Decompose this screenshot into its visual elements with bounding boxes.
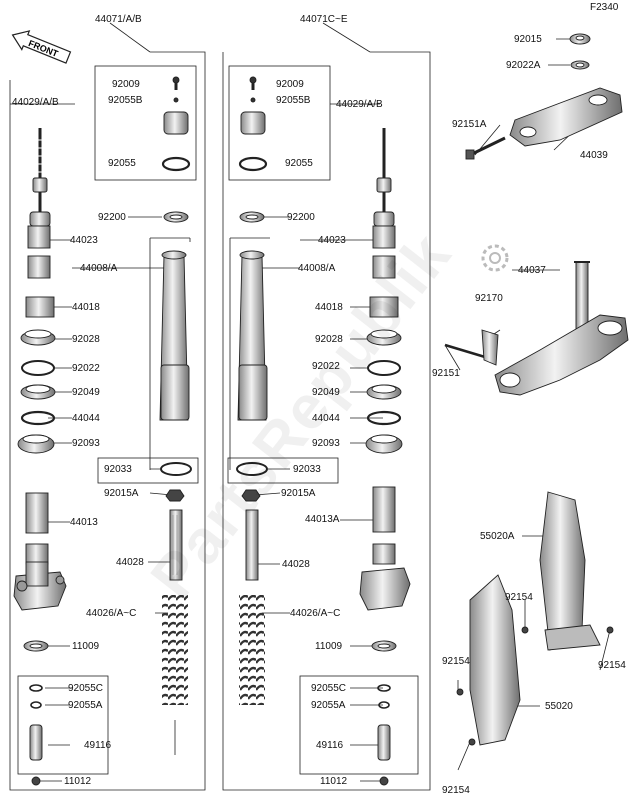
steering-parts <box>444 33 629 746</box>
label-92015: 92015 <box>514 34 542 45</box>
label-49116-left: 49116 <box>84 740 112 751</box>
label-11012-right: 11012 <box>320 776 348 787</box>
left-valve-box <box>17 675 109 775</box>
gear-icon <box>481 244 509 272</box>
label-92093-right: 92093 <box>312 438 340 449</box>
label-44028-left: 44028 <box>116 557 144 568</box>
steering-stem <box>575 261 589 331</box>
label-44026-left: 44026/A~C <box>86 608 137 619</box>
label-49116-right: 49116 <box>316 740 344 751</box>
label-44037: 44037 <box>518 265 546 276</box>
fork-guard-front <box>469 574 521 746</box>
label-92028-left: 92028 <box>72 334 100 345</box>
front-arrow-icon: FRONT <box>11 30 72 64</box>
label-92022-right: 92022 <box>312 361 340 372</box>
label-92154-b: 92154 <box>598 660 626 671</box>
label-92200-right: 92200 <box>287 212 315 223</box>
label-92028-right: 92028 <box>315 334 343 345</box>
right-column-parts <box>236 76 411 786</box>
left-cap-box <box>94 65 197 181</box>
label-92154-a: 92154 <box>505 592 533 603</box>
right-valve-box <box>299 675 419 775</box>
label-92033-right: 92033 <box>293 464 321 475</box>
label-11009-left: 11009 <box>72 641 100 652</box>
label-44023-right: 44023 <box>318 235 346 246</box>
label-44008-right: 44008/A <box>298 263 336 274</box>
label-92055A-left: 92055A <box>68 700 103 711</box>
label-44029-right: 44029/A/B <box>336 99 383 110</box>
left-tube-bracket <box>149 237 191 470</box>
label-44013: 44013 <box>70 517 98 528</box>
label-92093-left: 92093 <box>72 438 100 449</box>
label-44071-right: 44071C~E <box>300 14 348 25</box>
right-cap-box <box>228 65 331 181</box>
label-92055A-right: 92055A <box>311 700 346 711</box>
lower-clamp <box>494 314 629 396</box>
label-92049-right: 92049 <box>312 387 340 398</box>
label-44008-left: 44008/A <box>80 263 118 274</box>
label-92154-d: 92154 <box>442 785 470 796</box>
label-44044-right: 44044 <box>312 413 340 424</box>
label-92151A: 92151A <box>452 119 487 130</box>
label-92033-left: 92033 <box>104 464 132 475</box>
label-92055B-right: 92055B <box>276 95 311 106</box>
label-55020A: 55020A <box>480 531 515 542</box>
label-92055C-right: 92055C <box>311 683 347 694</box>
label-44013A: 44013A <box>305 514 340 525</box>
label-11009-right: 11009 <box>315 641 343 652</box>
figure-code: F2340 <box>590 2 619 13</box>
label-92015A-left: 92015A <box>104 488 139 499</box>
label-92154-c: 92154 <box>442 656 470 667</box>
label-44071-left: 44071/A/B <box>95 14 142 25</box>
label-92170: 92170 <box>475 293 503 304</box>
right-tube-bracket <box>229 237 270 470</box>
label-92022-left: 92022 <box>72 363 100 374</box>
label-92009-left: 92009 <box>112 79 140 90</box>
label-92151: 92151 <box>432 368 460 379</box>
left-fork-box <box>9 51 206 791</box>
label-11012-left: 11012 <box>64 776 92 787</box>
right-oring-box <box>227 457 339 484</box>
label-44023-left: 44023 <box>70 235 98 246</box>
label-44026-right: 44026/A~C <box>290 608 341 619</box>
label-44028-right: 44028 <box>282 559 310 570</box>
left-oring-box <box>97 457 199 484</box>
label-44044-left: 44044 <box>72 413 100 424</box>
label-44039: 44039 <box>580 150 608 161</box>
label-92055C-left: 92055C <box>68 683 104 694</box>
right-fork-box <box>222 51 431 791</box>
label-92200-left: 92200 <box>98 212 126 223</box>
label-44018-right: 44018 <box>315 302 343 313</box>
label-44029-left: 44029/A/B <box>12 97 59 108</box>
label-92055B-left: 92055B <box>108 95 143 106</box>
label-44018-left: 44018 <box>72 302 100 313</box>
label-92055-right: 92055 <box>285 158 313 169</box>
label-92055-left: 92055 <box>108 158 136 169</box>
label-92009-right: 92009 <box>276 79 304 90</box>
label-55020: 55020 <box>545 701 573 712</box>
label-92049-left: 92049 <box>72 387 100 398</box>
label-92022A: 92022A <box>506 60 541 71</box>
left-column-parts <box>13 76 192 786</box>
label-92015A-right: 92015A <box>281 488 316 499</box>
